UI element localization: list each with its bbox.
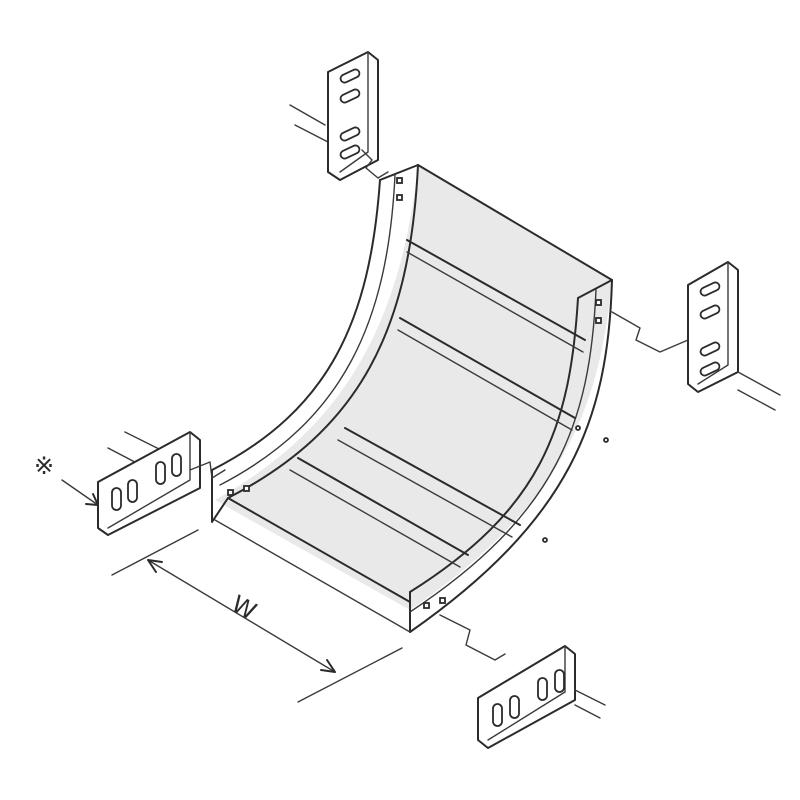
dimension-arrow-left	[147, 559, 163, 573]
splice-plate-bottom	[439, 614, 606, 749]
width-dimension	[111, 529, 403, 703]
rung-3	[337, 427, 521, 538]
tray-bottom-inner-edge	[214, 519, 411, 633]
tray-top-edge	[417, 164, 613, 281]
splice-plate-left	[97, 431, 226, 536]
front-side-rail	[409, 279, 613, 633]
reference-arrow	[61, 479, 99, 506]
rail-bolts	[227, 177, 609, 609]
dimension-arrow-right	[320, 659, 336, 673]
reference-mark: ※	[34, 452, 55, 480]
rung-2	[397, 317, 576, 431]
splice-plate-right	[611, 261, 781, 411]
splice-plate-top	[289, 51, 389, 181]
rung-1	[406, 239, 586, 353]
dimension-line	[147, 559, 336, 673]
dimension-extension-left	[111, 529, 199, 576]
back-side-rail	[211, 164, 419, 523]
tray-floor	[215, 165, 612, 610]
tray-bottom-edge	[227, 497, 411, 603]
rung-4	[289, 457, 469, 568]
dimension-extension-right	[297, 647, 403, 703]
